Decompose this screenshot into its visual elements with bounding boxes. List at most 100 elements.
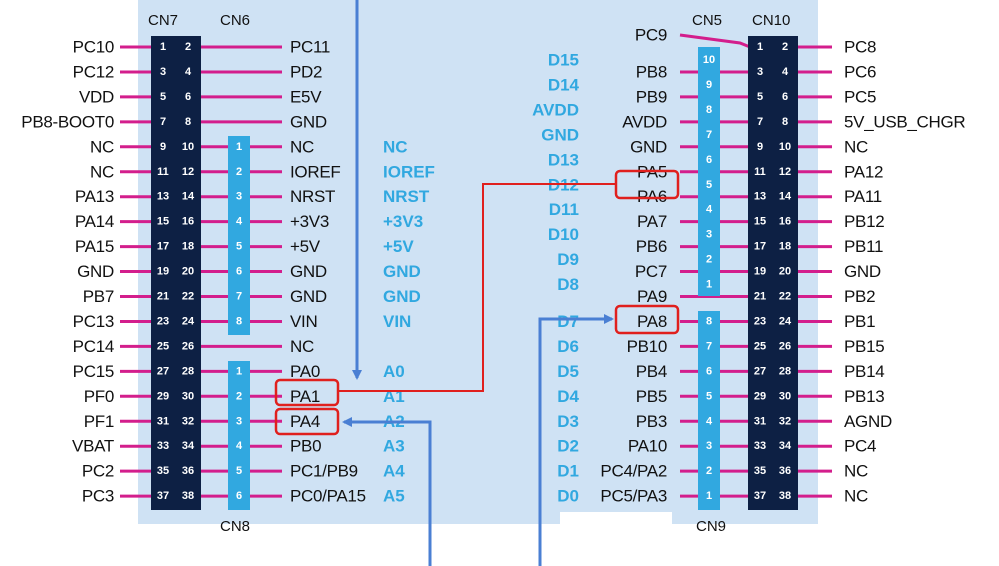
pa1-highlight xyxy=(274,378,340,407)
cn7-even-pin: 20 xyxy=(182,266,194,278)
cn7-odd-pin: 3 xyxy=(160,66,166,78)
cn9-header xyxy=(698,311,720,510)
cn10-inner-label: PC7 xyxy=(635,262,667,281)
cn6-arduino-label: NRST xyxy=(383,187,430,206)
cn10-outer-label: GND xyxy=(844,262,881,281)
cn7-outer-label: PB7 xyxy=(83,287,114,306)
cn7-outer-label: PF1 xyxy=(84,412,114,431)
cn10-even-pin: 28 xyxy=(779,365,791,377)
cn7-inner-label: PA1 xyxy=(290,387,320,406)
cn10-outer-label: PB13 xyxy=(844,387,884,406)
cn10-inner-label: PA6 xyxy=(637,187,667,206)
cn9-arduino-label: D7 xyxy=(557,312,579,331)
cn6-label: CN6 xyxy=(220,12,250,29)
cn10-even-pin: 14 xyxy=(779,191,792,203)
cn5-arduino-label: D15 xyxy=(548,51,579,70)
cn10-even-pin: 30 xyxy=(779,390,791,402)
cn6-arduino-label: VIN xyxy=(383,312,411,331)
cn7-header xyxy=(151,36,201,510)
cn7-odd-pin: 9 xyxy=(160,141,166,153)
cn10-inner-label: PB4 xyxy=(636,362,667,381)
cn7-even-pin: 14 xyxy=(182,191,195,203)
cn8-label: CN8 xyxy=(220,518,250,535)
cn10-outer-label: PC8 xyxy=(844,38,876,57)
cn6-header xyxy=(228,136,250,335)
cn10-odd-pin: 9 xyxy=(757,141,763,153)
cn5-arduino-label: D8 xyxy=(557,275,579,294)
cn6-pin: 6 xyxy=(236,266,242,278)
cn5-arduino-label: D14 xyxy=(548,75,580,94)
cn10-even-pin: 16 xyxy=(779,216,791,228)
cn7-outer-label: GND xyxy=(77,262,114,281)
cn7-even-pin: 38 xyxy=(182,490,194,502)
cn10-odd-pin: 27 xyxy=(754,365,766,377)
cn7-even-pin: 16 xyxy=(182,216,194,228)
cn7-odd-pin: 27 xyxy=(157,365,169,377)
cn7-outer-label: PC12 xyxy=(73,62,114,81)
cn10-inner-label: PB9 xyxy=(636,87,667,106)
cn6-arduino-label: GND xyxy=(383,287,421,306)
cn10-even-pin: 26 xyxy=(779,340,791,352)
cn7-even-pin: 6 xyxy=(185,91,191,103)
cn7-outer-label: PA13 xyxy=(75,187,114,206)
cn10-inner-label: PC9 xyxy=(635,26,667,45)
cn7-odd-pin: 25 xyxy=(157,340,169,352)
cn9-arduino-label: D4 xyxy=(557,387,579,406)
cn10-outer-label: PC4 xyxy=(844,437,876,456)
cn10-outer-label: PC6 xyxy=(844,62,876,81)
cn5-pin: 6 xyxy=(706,154,712,166)
cn8-pin: 3 xyxy=(236,415,242,427)
cn10-outer-label: 5V_USB_CHGR xyxy=(844,112,965,131)
cn7-outer-label: VDD xyxy=(79,87,114,106)
cn7-even-pin: 2 xyxy=(185,41,191,53)
cn7-inner-label: PA4 xyxy=(290,412,320,431)
cn9-arduino-label: D5 xyxy=(557,362,579,381)
cn8-arduino-label: A4 xyxy=(383,462,405,481)
pa4-highlight xyxy=(274,407,340,436)
cn10-inner-label: PA10 xyxy=(628,437,667,456)
cn6-arduino-label: IOREF xyxy=(383,162,435,181)
cn7-outer-label: PC10 xyxy=(73,38,114,57)
cn7-inner-label: VIN xyxy=(290,312,317,331)
cn10-outer-label: NC xyxy=(844,462,868,481)
cn5-pin: 3 xyxy=(706,229,712,241)
pa1-pa6-connection xyxy=(338,183,616,392)
cn9-arduino-label: D3 xyxy=(557,412,579,431)
cn6-pin: 3 xyxy=(236,191,242,203)
pa8-highlight xyxy=(614,304,680,335)
cn6-arduino-label: GND xyxy=(383,262,421,281)
cn10-even-pin: 12 xyxy=(779,166,791,178)
cn8-pin: 2 xyxy=(236,390,242,402)
cn8-arduino-label: A1 xyxy=(383,387,405,406)
cn10-odd-pin: 15 xyxy=(754,216,766,228)
cn10-inner-label: PA7 xyxy=(637,212,667,231)
cn10-outer-label: NC xyxy=(844,137,868,156)
cn9-pin: 5 xyxy=(706,390,712,402)
cn7-inner-label: PC11 xyxy=(290,38,330,57)
cn10-inner-label: GND xyxy=(630,137,667,156)
cn8-pin: 5 xyxy=(236,465,242,477)
cn10-odd-pin: 7 xyxy=(757,116,763,128)
cn7-inner-label: GND xyxy=(290,287,327,306)
cn10-inner-trace xyxy=(679,33,751,49)
board-outline xyxy=(138,0,818,524)
cn5-label: CN5 xyxy=(692,12,722,29)
cn7-outer-label: PA14 xyxy=(75,212,114,231)
cn10-outer-label: PB1 xyxy=(844,312,875,331)
cn7-odd-pin: 21 xyxy=(157,291,169,303)
cn5-pin: 5 xyxy=(706,179,712,191)
cn9-pin: 8 xyxy=(706,315,712,327)
cn10-even-pin: 24 xyxy=(779,315,792,327)
cn9-arduino-label: D2 xyxy=(557,437,579,456)
cn6-pin: 1 xyxy=(236,141,242,153)
cn7-odd-pin: 35 xyxy=(157,465,169,477)
cn8-arduino-label: A0 xyxy=(383,362,405,381)
cn10-odd-pin: 25 xyxy=(754,340,766,352)
cn7-odd-pin: 1 xyxy=(160,41,166,53)
cn10-odd-pin: 31 xyxy=(754,415,766,427)
cn7-odd-pin: 29 xyxy=(157,390,169,402)
cn10-odd-pin: 37 xyxy=(754,490,766,502)
cn10-outer-label: PB2 xyxy=(844,287,875,306)
cn7-outer-label: PC13 xyxy=(73,312,114,331)
